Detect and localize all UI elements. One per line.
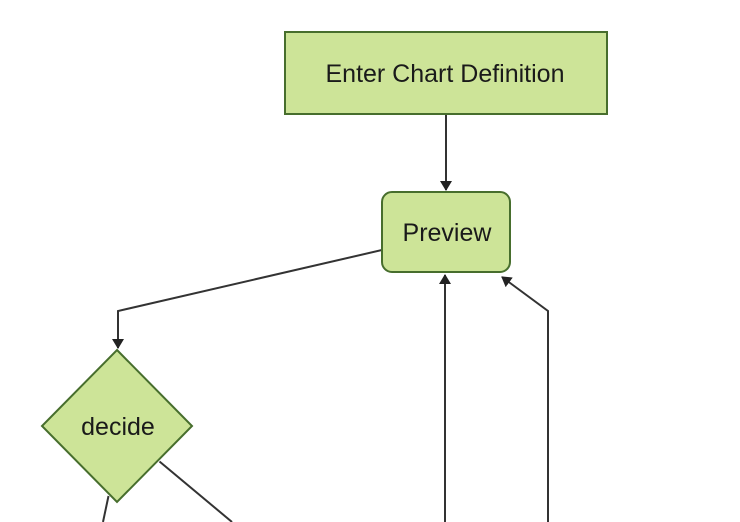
edge-decide-to-offscreen-right [158,460,233,522]
node-preview: Preview [381,191,511,273]
edge-decide-to-offscreen-left [102,495,110,522]
node-preview-shape [381,191,511,273]
node-enter-chart-definition: Enter Chart Definition [284,31,608,115]
node-decide-shape [40,348,194,504]
edge-offscreen-to-preview-right [501,276,549,522]
node-enter-chart-definition-label: Enter Chart Definition [325,60,564,88]
node-preview-label: Preview [403,219,493,247]
node-enter-chart-definition-shape [284,31,608,115]
edge-preview-to-decide [112,249,383,349]
node-decide-label: decide [81,413,155,441]
node-decide: decide [40,348,194,504]
